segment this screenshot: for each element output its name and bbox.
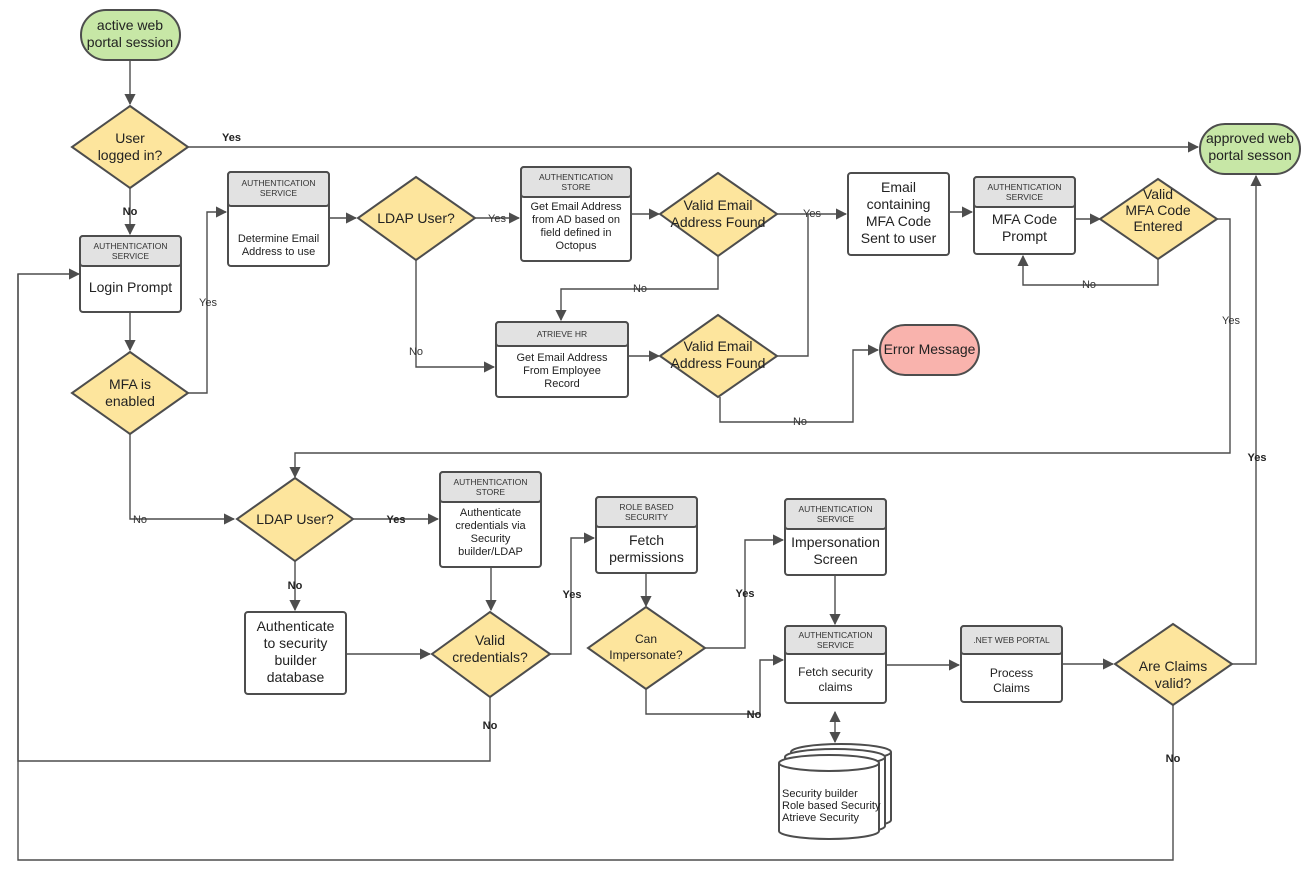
label-mfa-no: No: [133, 514, 147, 526]
edge-ldap-no-atrieve: [415, 260, 496, 373]
terminal-error: Error Message: [879, 324, 980, 376]
edge-creds-yes-fetchperm: [550, 532, 596, 655]
edges: [17, 60, 1262, 861]
label-creds-yes: Yes: [563, 589, 582, 601]
box-login-prompt-body: Login Prompt: [89, 279, 172, 295]
decision-ldap-user-top-text: LDAP User?: [377, 210, 455, 226]
box-atrieve-hr-header: ATRIEVE HR: [537, 329, 587, 339]
label-claims-no: No: [1166, 753, 1181, 765]
edge-labels: Yes No Yes No Yes No Yes No No Yes No Ye…: [123, 132, 1267, 765]
decision-ldap-user-bottom-text: LDAP User?: [256, 511, 334, 527]
label-logged-no: No: [123, 206, 138, 218]
label-creds-no: No: [483, 720, 498, 732]
label-valid-email-top-yes: Yes: [803, 208, 821, 220]
edge-validmfa-no-mfaprompt: [1017, 254, 1159, 286]
label-valid-email-bottom-no: No: [793, 416, 807, 428]
label-ldap-bottom-yes: Yes: [387, 514, 406, 526]
edge-valid2-no-error: [719, 344, 880, 423]
label-impersonate-no: No: [747, 709, 762, 721]
decision-ldap-user-top: LDAP User?: [356, 175, 477, 262]
edge-valid2-yes-email: [777, 214, 809, 357]
edge-valid-no-atrieve: [555, 256, 719, 322]
box-process-claims-header: .NET WEB PORTAL: [973, 635, 1050, 645]
label-valid-email-top-no: No: [633, 283, 647, 295]
decision-ldap-user-bottom: LDAP User?: [235, 476, 355, 563]
label-logged-yes: Yes: [222, 132, 241, 144]
label-impersonate-yes: Yes: [736, 588, 755, 600]
edge-validmfa-yes-ldap2: [289, 218, 1231, 479]
edge-claimsvalid-yes-approved: [1232, 174, 1262, 665]
terminal-error-text: Error Message: [884, 341, 976, 357]
edge-mfa-yes-determine: [188, 206, 228, 394]
label-ldap-bottom-no: No: [288, 580, 303, 592]
label-claims-yes: Yes: [1248, 452, 1267, 464]
edge-impersonate-no-claims: [645, 654, 785, 715]
label-valid-mfa-no: No: [1082, 279, 1096, 291]
label-valid-mfa-yes: Yes: [1222, 315, 1240, 327]
edge-impersonate-yes-screen: [705, 534, 785, 649]
edge-claimsvalid-no-login: [17, 274, 1174, 861]
label-ldap-top-no: No: [409, 346, 423, 358]
label-ldap-top-yes: Yes: [488, 213, 506, 225]
edge-mfa-no-ldap2: [129, 434, 236, 525]
label-mfa-yes: Yes: [199, 297, 217, 309]
